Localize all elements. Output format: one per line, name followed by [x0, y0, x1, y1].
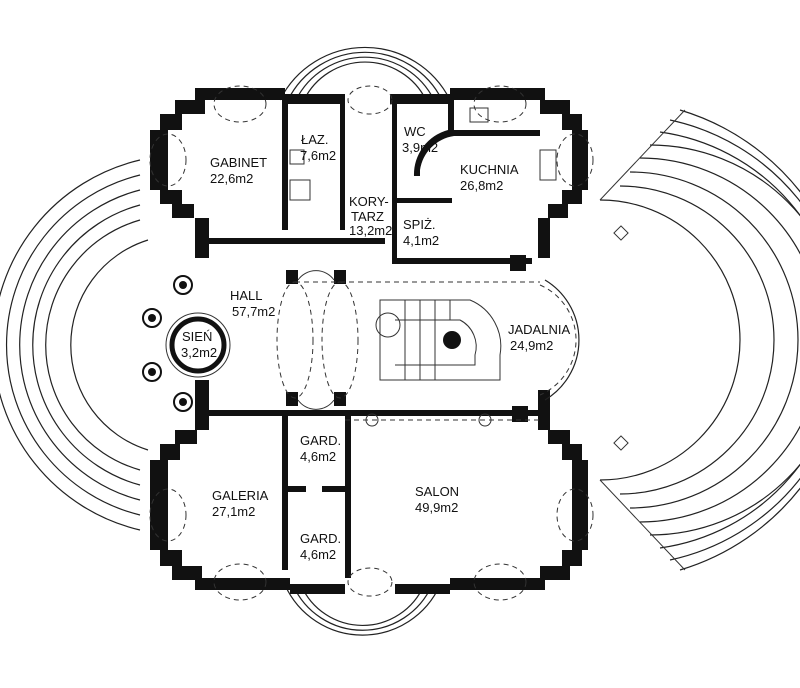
room-area-kuchnia: 26,8m2: [460, 178, 503, 193]
room-name-hall: HALL: [230, 288, 263, 303]
room-name-jadalnia: JADALNIA: [508, 322, 570, 337]
entry-vestibule: [142, 275, 231, 412]
room-labels: GABINET 22,6m2 ŁAZ. 7,6m2 WC 3,9m2 KUCHN…: [181, 124, 570, 562]
dining-bay: [539, 279, 580, 401]
room-area-jadalnia: 24,9m2: [510, 338, 553, 353]
room-name-lazienka: ŁAZ.: [301, 132, 328, 147]
room-area-salon: 49,9m2: [415, 500, 458, 515]
interior-walls: [205, 100, 545, 578]
room-name-galeria: GALERIA: [212, 488, 269, 503]
room-name-wc: WC: [404, 124, 426, 139]
room-area-hall: 57,7m2: [232, 304, 275, 319]
staircase: [375, 299, 502, 381]
room-area-galeria: 27,1m2: [212, 504, 255, 519]
room-area-gabinet: 22,6m2: [210, 171, 253, 186]
room-name-spizarnia: SPIŻ.: [403, 217, 436, 232]
windows: [149, 85, 594, 601]
room-area-spizarnia: 4,1m2: [403, 233, 439, 248]
room-name-korytarz-2: TARZ: [351, 209, 384, 224]
room-name-salon: SALON: [415, 484, 459, 499]
room-name-gabinet: GABINET: [210, 155, 267, 170]
hall-arches: [276, 270, 540, 427]
room-area-korytarz: 13,2m2: [349, 223, 392, 238]
room-area-lazienka: 7,6m2: [300, 148, 336, 163]
room-area-garderoba2: 4,6m2: [300, 547, 336, 562]
room-name-garderoba1: GARD.: [300, 433, 341, 448]
room-name-sien: SIEŃ: [182, 329, 212, 344]
terrace-arcs: [0, 46, 800, 636]
room-name-korytarz: KORY-: [349, 194, 389, 209]
room-area-wc: 3,9m2: [402, 140, 438, 155]
room-name-garderoba2: GARD.: [300, 531, 341, 546]
kitchen-details: [289, 107, 557, 201]
room-area-garderoba1: 4,6m2: [300, 449, 336, 464]
room-area-sien: 3,2m2: [181, 345, 217, 360]
room-name-kuchnia: KUCHNIA: [460, 162, 519, 177]
